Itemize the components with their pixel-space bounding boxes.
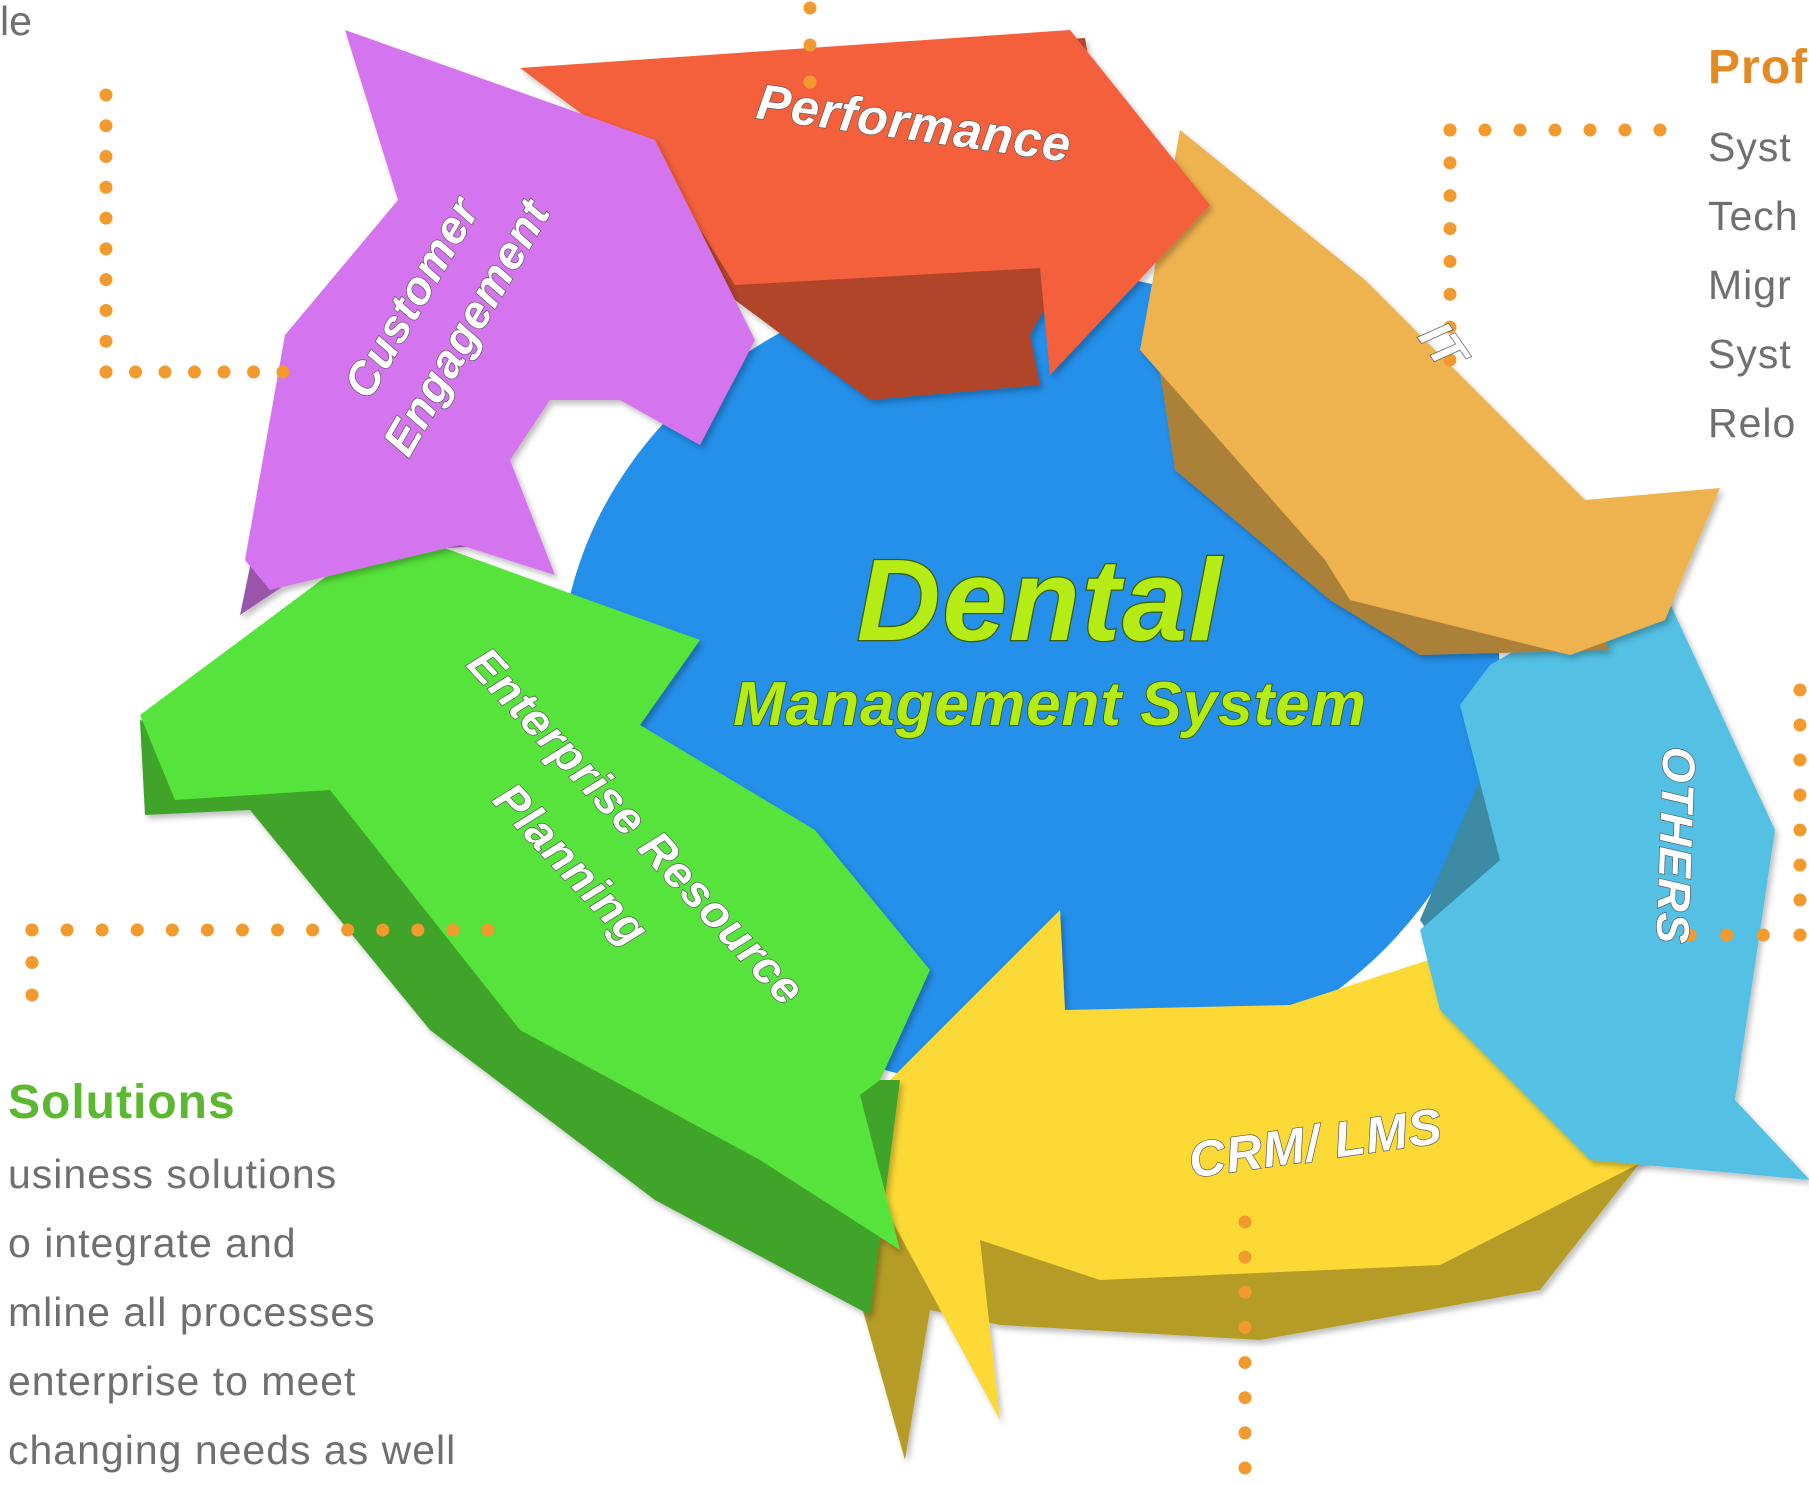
segment-others-face [1420,582,1809,1180]
solutions-heading: Solutions [8,1076,236,1129]
solutions-line: o integrate and [8,1220,297,1266]
top-left-text-fragment: le [0,0,32,44]
right-panel-line: Syst [1708,331,1792,377]
segment-customer-face [245,30,755,590]
segment-label-others: OTHERS [1647,746,1706,945]
center-subtitle: Management System [733,670,1367,739]
right-panel-line: Tech [1708,193,1799,239]
segment-erp-face [140,540,930,1250]
connector-it [1443,123,1667,367]
connector-performance [803,1,817,89]
right-panel-line: Relo [1708,400,1797,446]
solutions-line: usiness solutions [8,1151,338,1197]
connector-customer [99,88,290,379]
segment-performance-face [520,30,1210,375]
solutions-line: enterprise to meet [8,1358,357,1404]
dotted-connectors [25,1,1807,1475]
center-title: Dental [857,535,1224,665]
connector-crm [1238,1215,1252,1475]
right-panel-heading: Prof [1708,41,1808,94]
segment-customer [240,30,755,615]
arrow-segments [140,30,1809,1460]
right-panel-line: Migr [1708,262,1792,308]
connector-erp [25,923,495,1002]
connector-others [1683,683,1807,942]
segment-others [1420,582,1809,1180]
right-info-panel: Prof Syst Tech Migr Syst Relo [1708,40,1808,458]
segment-it-face [1140,130,1720,655]
segment-performance [520,30,1210,400]
solutions-line: changing needs as well [8,1427,457,1473]
segment-it [1140,130,1720,655]
right-panel-line: Syst [1708,124,1792,170]
solutions-line: mline all processes [8,1289,376,1335]
segment-erp [140,540,930,1315]
solutions-info-panel: Solutions usiness solutions o integrate … [8,1075,456,1485]
